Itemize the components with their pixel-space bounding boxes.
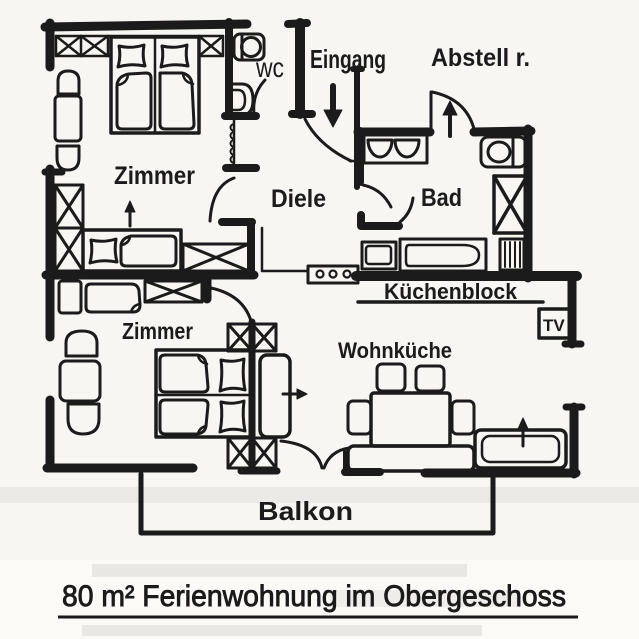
- svg-text:Bad: Bad: [421, 184, 462, 212]
- svg-text:80 m² Ferienwohnung im Oberges: 80 m² Ferienwohnung im Obergeschoss: [62, 580, 566, 613]
- svg-text:Diele: Diele: [271, 185, 326, 213]
- svg-text:Zimmer: Zimmer: [114, 162, 195, 190]
- svg-text:Abstell r.: Abstell r.: [431, 44, 530, 72]
- svg-text:wc: wc: [255, 52, 284, 83]
- svg-text:Küchenblock: Küchenblock: [384, 279, 518, 304]
- svg-text:Eingang: Eingang: [310, 44, 386, 74]
- svg-text:Balkon: Balkon: [258, 496, 353, 526]
- svg-text:Wohnküche: Wohnküche: [338, 338, 452, 363]
- svg-text:Zimmer: Zimmer: [122, 318, 193, 344]
- svg-text:TV: TV: [543, 316, 565, 335]
